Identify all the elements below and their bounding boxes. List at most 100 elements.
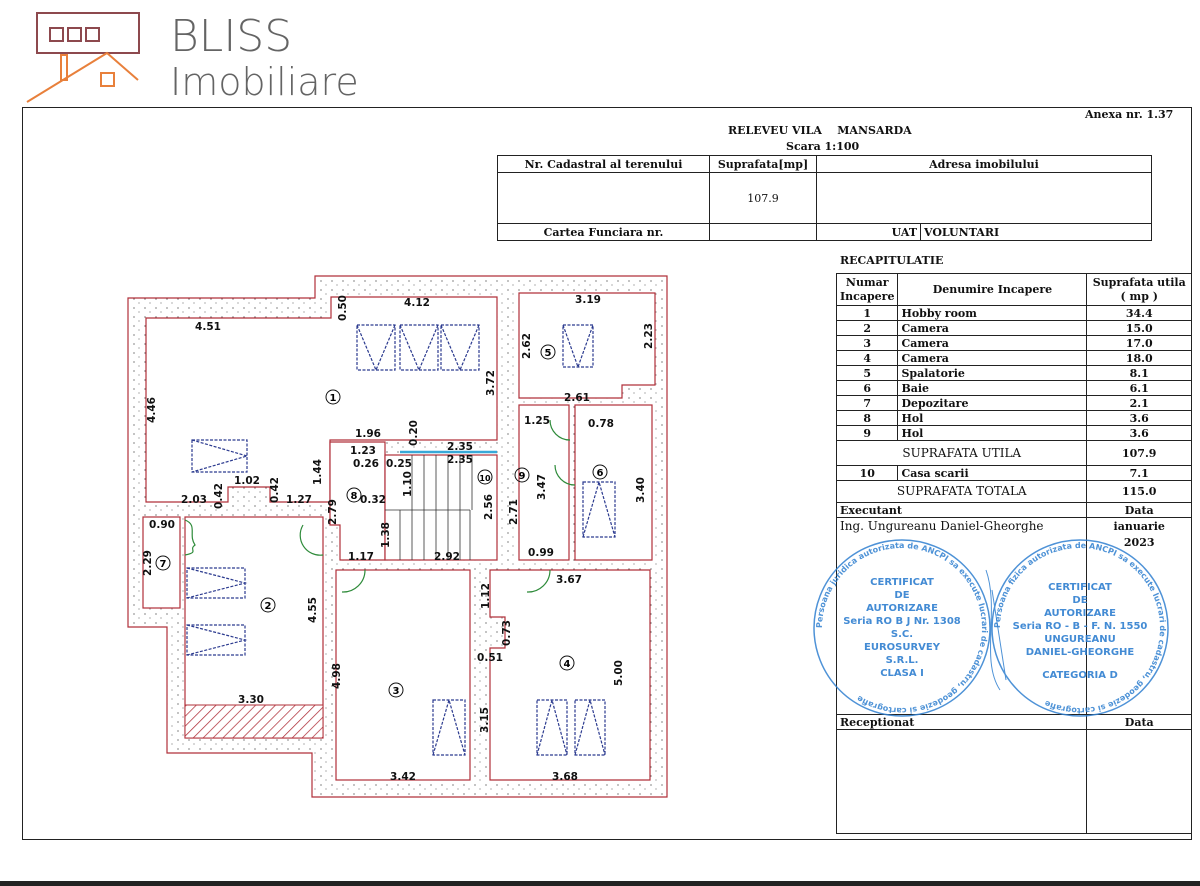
- roof-window-symbol: [582, 479, 616, 538]
- dimension-label: 3.47: [536, 474, 548, 500]
- dimension-label: 4.12: [404, 297, 430, 309]
- total-value: 115.0: [1086, 480, 1192, 503]
- room-number: 7: [160, 559, 167, 570]
- carte-funciara-label: Cartea Funciara nr.: [497, 223, 710, 241]
- recap-cell-area: 2.1: [1086, 395, 1192, 411]
- stamp-1-circle: [813, 539, 991, 717]
- dimension-label: 1.96: [355, 428, 381, 440]
- stamp-2-line: CERTIFICAT: [1048, 582, 1112, 593]
- stamp-2-line: Seria RO - B - F. N. 1550: [1013, 621, 1148, 632]
- dimension-label: 0.73: [501, 620, 513, 646]
- room-number: 9: [519, 471, 526, 482]
- dimension-label: 3.67: [556, 574, 582, 586]
- address-value: [816, 172, 1152, 224]
- room-number-circle: [514, 467, 530, 483]
- dimension-label: 3.42: [390, 771, 416, 783]
- stamps: Persoana juridica autorizata de ANCPI sa…: [813, 539, 1169, 717]
- stamp-2-circle: [991, 539, 1169, 717]
- dimension-label: 1.23: [350, 445, 376, 457]
- stair-steps: [385, 455, 473, 560]
- dimension-label: 0.26: [353, 458, 379, 470]
- dimension-label: 4.51: [195, 321, 221, 333]
- roof-window-symbol: [186, 567, 248, 599]
- room-4-outline: [489, 569, 651, 781]
- recap-cell-name: Camera: [897, 350, 1088, 366]
- roof-window-symbol: [399, 324, 439, 372]
- roof-window-symbol: [191, 439, 250, 473]
- dimension-label: 5.00: [613, 660, 625, 686]
- stamp-2-line: DE: [1072, 595, 1087, 606]
- bottom-bar: [0, 881, 1200, 886]
- dimension-label: 4.46: [146, 397, 158, 423]
- roof-window-icon: [440, 324, 480, 371]
- roof-window-symbol: [562, 324, 594, 369]
- room-number: 3: [393, 686, 400, 697]
- room-number-circle: [155, 555, 171, 571]
- total-label: SUPRAFATA TOTALA: [835, 480, 1088, 503]
- info-table: Nr. Cadastral al terenului Suprafata[mp]…: [497, 155, 1152, 241]
- dimension-label: 2.92: [434, 551, 460, 563]
- dimension-label: 3.40: [635, 477, 647, 503]
- dimension-label: 3.15: [479, 707, 491, 733]
- recap-cell-n: 6: [835, 380, 899, 396]
- roof-window-symbol: [440, 324, 480, 372]
- dimension-label: 2.35: [447, 441, 473, 453]
- room-number-circle: [346, 487, 362, 503]
- head-name: Denumire Incapere: [897, 273, 1088, 306]
- dimension-label: 2.35: [447, 454, 473, 466]
- roof-window-symbol: [536, 697, 568, 756]
- dimension-label: 2.29: [142, 550, 154, 576]
- roof-window-icon: [191, 439, 248, 473]
- dimension-label: 0.25: [386, 458, 412, 470]
- room-2-outline: [184, 516, 324, 739]
- stamp-1-line: DE: [894, 590, 909, 601]
- room-3-outline: [335, 569, 471, 781]
- room-number-circle: [540, 344, 556, 360]
- dimension-label: 1.27: [286, 494, 312, 506]
- room-number: 10: [479, 474, 491, 483]
- room-9-outline: [518, 404, 570, 561]
- dimension-label: 2.62: [521, 333, 533, 359]
- room-7-outline: [142, 516, 181, 609]
- date-year: 2023: [1123, 536, 1155, 549]
- data-label: Data: [1086, 502, 1192, 518]
- dimension-label: 0.42: [213, 483, 225, 509]
- executant-name: Ing. Ungureanu Daniel-Gheorghe: [835, 517, 1088, 715]
- roof-window-icon: [582, 481, 616, 538]
- room-number: 4: [564, 659, 571, 670]
- room-number-circle: [477, 469, 493, 485]
- room-number-circle: [592, 464, 608, 480]
- stamp-1-line: S.R.L.: [886, 655, 919, 666]
- document-frame: [22, 107, 1192, 840]
- roof-window-icon: [399, 324, 439, 371]
- roof-window-symbol: [574, 697, 606, 756]
- stamp-1-line: Seria RO B J Nr. 1308: [843, 616, 961, 627]
- dimension-label: 2.79: [327, 499, 339, 525]
- roof-window-icon: [356, 324, 396, 371]
- stamp-2-line: AUTORIZARE: [1044, 608, 1116, 619]
- room-number-circle: [388, 682, 404, 698]
- dimension-label: 0.51: [477, 652, 503, 664]
- room-number-circle: [325, 389, 341, 405]
- roof-window-icon: [536, 699, 568, 756]
- logo-text-imobiliare: Imobiliare: [170, 60, 359, 104]
- receptionat-date: [1086, 729, 1192, 834]
- door-room-3: [341, 569, 366, 593]
- dimension-label: 0.32: [360, 494, 386, 506]
- stamp-1-line: S.C.: [891, 629, 913, 640]
- document-title: RELEVEU VILA MANSARDA: [728, 124, 912, 137]
- roof-window-icon: [574, 699, 606, 756]
- dimension-label: 1.02: [234, 475, 260, 487]
- useful-label: SUPRAFATA UTILA: [835, 440, 1088, 466]
- dimension-label: 0.20: [408, 420, 420, 446]
- recap-cell-name: Hol: [897, 410, 1088, 426]
- scale-label: Scara 1:100: [786, 140, 860, 153]
- date-month: ianuarie: [1113, 520, 1165, 533]
- dimension-label: 0.90: [149, 519, 175, 531]
- logo-text-bliss: BLISS: [170, 11, 292, 62]
